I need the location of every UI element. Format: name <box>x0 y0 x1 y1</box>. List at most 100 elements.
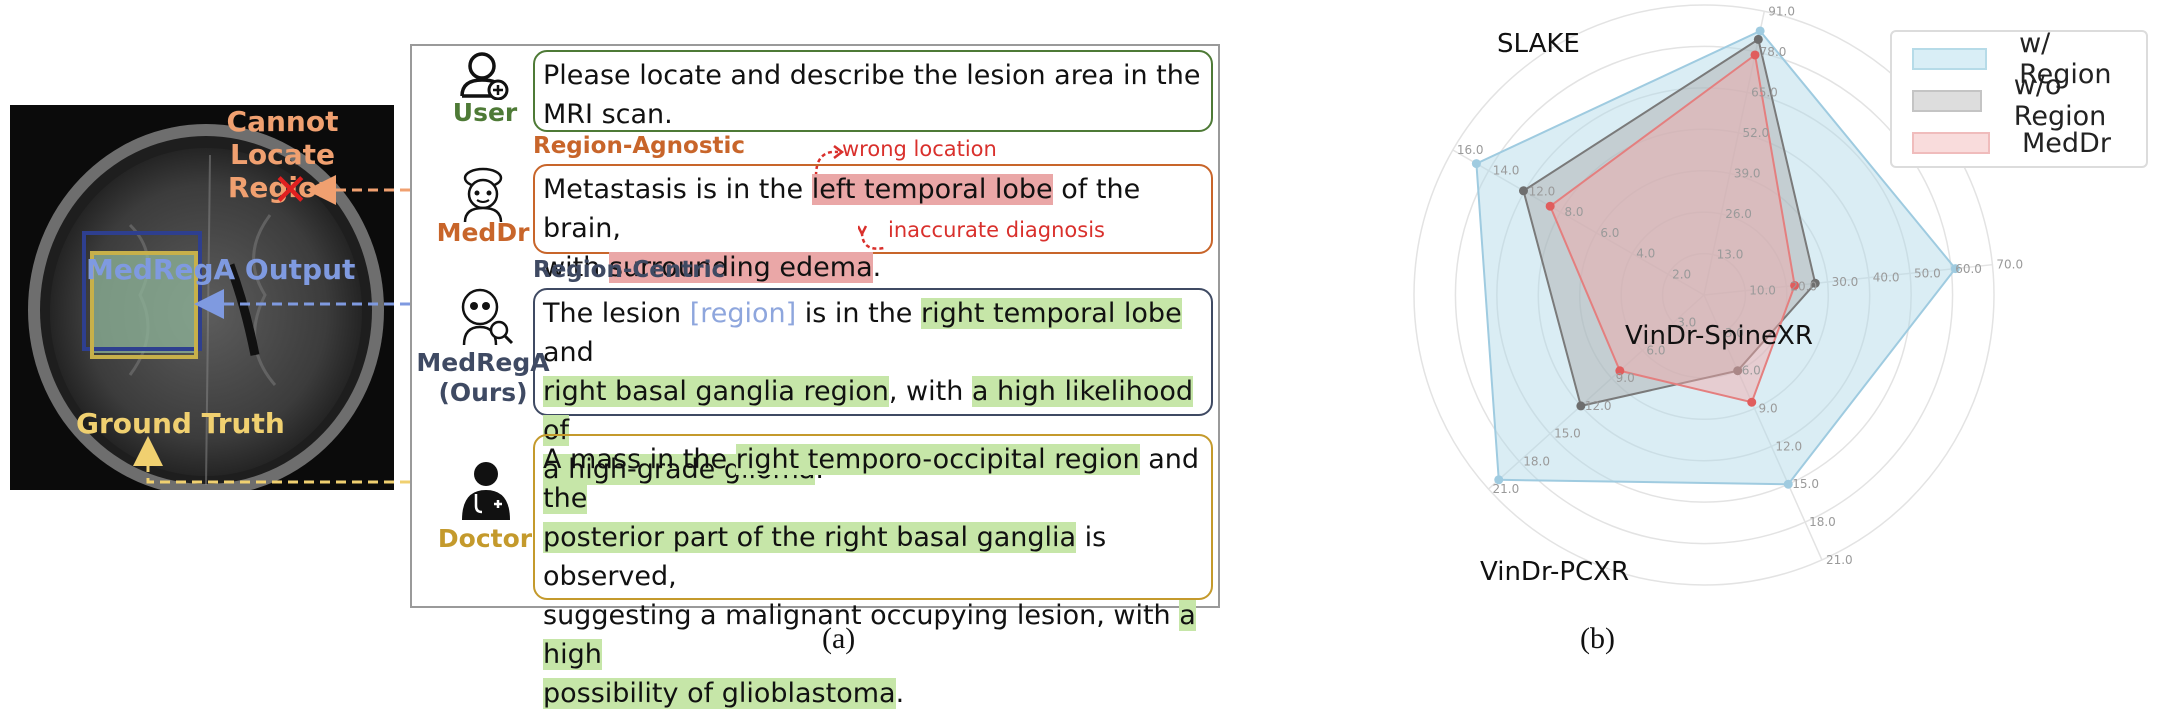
tick-label: 18.0 <box>1523 454 1550 468</box>
tick-label: 26.0 <box>1725 207 1752 221</box>
inaccurate-diagnosis-note: inaccurate diagnosis <box>888 218 1105 242</box>
caption-a: (a) <box>822 622 856 655</box>
tick-label: 30.0 <box>1832 275 1859 289</box>
tick-label: 14.0 <box>1493 164 1520 178</box>
meddr-message: Metastasis is in the left temporal lobe … <box>533 164 1213 283</box>
tick-label: 91.0 <box>1768 4 1795 18</box>
tick-label: 9.0 <box>1616 371 1635 385</box>
legend-item-wo-region: w/o Region <box>1912 70 2146 132</box>
data-point <box>1733 366 1743 376</box>
tick-label: 20.0 <box>1790 279 1817 293</box>
chart-legend: w/ Region w/o Region MedDr <box>1890 28 2148 168</box>
grid-circle <box>1454 45 1954 545</box>
data-point <box>1494 475 1504 485</box>
legend-label-w-region: w/ Region <box>2019 28 2112 90</box>
medrega-robot-icon <box>461 288 514 346</box>
tick-label: 60.0 <box>1955 262 1982 276</box>
data-point <box>1615 366 1625 376</box>
medrega-role-label: MedRegA (Ours) <box>416 348 550 407</box>
data-point <box>1783 479 1793 489</box>
data-point <box>1471 159 1481 169</box>
tick-label: 12.0 <box>1529 184 1556 198</box>
tick-label: 12.0 <box>1585 399 1612 413</box>
tick-label: 15.0 <box>1792 477 1819 491</box>
doctor-message: A mass in the right temporo-occipital re… <box>533 434 1213 709</box>
tick-label: 16.0 <box>1457 143 1484 157</box>
axis-spoke <box>1703 294 1823 561</box>
tick-label: 13.0 <box>1717 247 1744 261</box>
grid-circle <box>1661 252 1747 338</box>
legend-swatch-meddr <box>1912 132 1990 154</box>
tick-label: 78.0 <box>1760 45 1787 59</box>
axis-spoke <box>1487 294 1705 490</box>
axis-spoke <box>1703 263 1993 296</box>
tick-label: 21.0 <box>1492 482 1519 496</box>
legend-label-meddr: MedDr <box>2022 127 2111 159</box>
grid-circle <box>1496 87 1912 503</box>
tick-label: 6.0 <box>1742 364 1761 378</box>
axis-label-vindr-pcxr: VinDr-PCXR <box>1480 557 1629 587</box>
tick-label: 39.0 <box>1734 166 1761 180</box>
connector-arrows <box>133 175 410 484</box>
axis-label-slake: SLAKE <box>1497 29 1580 59</box>
tick-label: 18.0 <box>1809 515 1836 529</box>
legend-item-w-region: w/ Region <box>1912 28 2146 90</box>
data-point <box>1810 278 1820 288</box>
doctor-icon <box>462 462 510 520</box>
tick-label: 3.0 <box>1725 326 1744 340</box>
legend-label-wo-region: w/o Region <box>2013 70 2107 132</box>
grid-circle <box>1578 169 1830 421</box>
tick-label: 10.0 <box>1749 284 1776 298</box>
inaccurate-diagnosis-highlight: surrounding edema <box>608 252 873 283</box>
tick-label: 12.0 <box>1775 439 1802 453</box>
grid-circle <box>1537 128 1871 462</box>
meddr-role-label: MedDr <box>436 218 530 247</box>
tick-label: 21.0 <box>1826 553 1853 567</box>
tick-label: 8.0 <box>1564 205 1583 219</box>
data-point <box>1790 280 1800 290</box>
tick-label: 3.0 <box>1677 316 1696 330</box>
tick-label: 6.0 <box>1646 343 1665 357</box>
tick-label: 6.0 <box>1600 226 1619 240</box>
data-point <box>1750 50 1760 60</box>
tick-label: 40.0 <box>1873 271 1900 285</box>
tick-label: 65.0 <box>1751 85 1778 99</box>
axis-label-vindr-spinexr: VinDr-SpineXR <box>1625 321 1813 351</box>
inaccurate-diagnosis-arrow <box>858 225 885 250</box>
tick-label: 70.0 <box>1996 258 2023 272</box>
tick-label: 2.0 <box>1672 267 1691 281</box>
wrong-location-arrow <box>814 145 845 177</box>
region-centric-tag: Region-Centric <box>533 257 726 283</box>
grid-circle <box>1413 4 1995 586</box>
legend-item-meddr: MedDr <box>1912 126 2111 160</box>
red-x-icon: ✕ <box>272 165 309 216</box>
tick-label: 50.0 <box>1914 266 1941 280</box>
legend-swatch-w-region <box>1912 48 1988 70</box>
user-role-label: User <box>452 98 518 127</box>
doctor-role-label: Doctor <box>437 524 533 553</box>
wrong-location-note: wrong location <box>842 137 997 161</box>
ground-truth-label: Ground Truth <box>76 407 285 440</box>
series-area-meddr <box>1548 53 1796 404</box>
medrega-message: The lesion [region] is in the right temp… <box>533 288 1213 485</box>
data-point <box>1753 34 1763 44</box>
data-point <box>1950 264 1960 274</box>
caption-b: (b) <box>1580 622 1615 655</box>
tick-label: 9.0 <box>1759 402 1778 416</box>
user-icon <box>460 52 509 100</box>
doctor-robot-icon <box>463 167 503 222</box>
wrong-location-highlight: left temporal lobe <box>811 174 1053 205</box>
user-message: Please locate and describe the lesion ar… <box>533 50 1213 132</box>
data-point <box>1755 26 1765 36</box>
tick-label: 15.0 <box>1554 427 1581 441</box>
data-point <box>1747 397 1757 407</box>
tick-label: 4.0 <box>1636 247 1655 261</box>
legend-swatch-wo-region <box>1912 90 1982 112</box>
region-token: [region] <box>689 298 797 329</box>
tick-label: 52.0 <box>1742 126 1769 140</box>
radar-chart: 13.0 26.0 39.0 52.0 65.0 78.0 91.0 10.0 20.0 30.0… <box>1413 4 2023 587</box>
data-point <box>1576 401 1586 411</box>
axis-spoke <box>1452 149 1705 296</box>
data-point <box>1518 186 1528 196</box>
medrega-output-label: MedRegA Output <box>86 253 356 286</box>
